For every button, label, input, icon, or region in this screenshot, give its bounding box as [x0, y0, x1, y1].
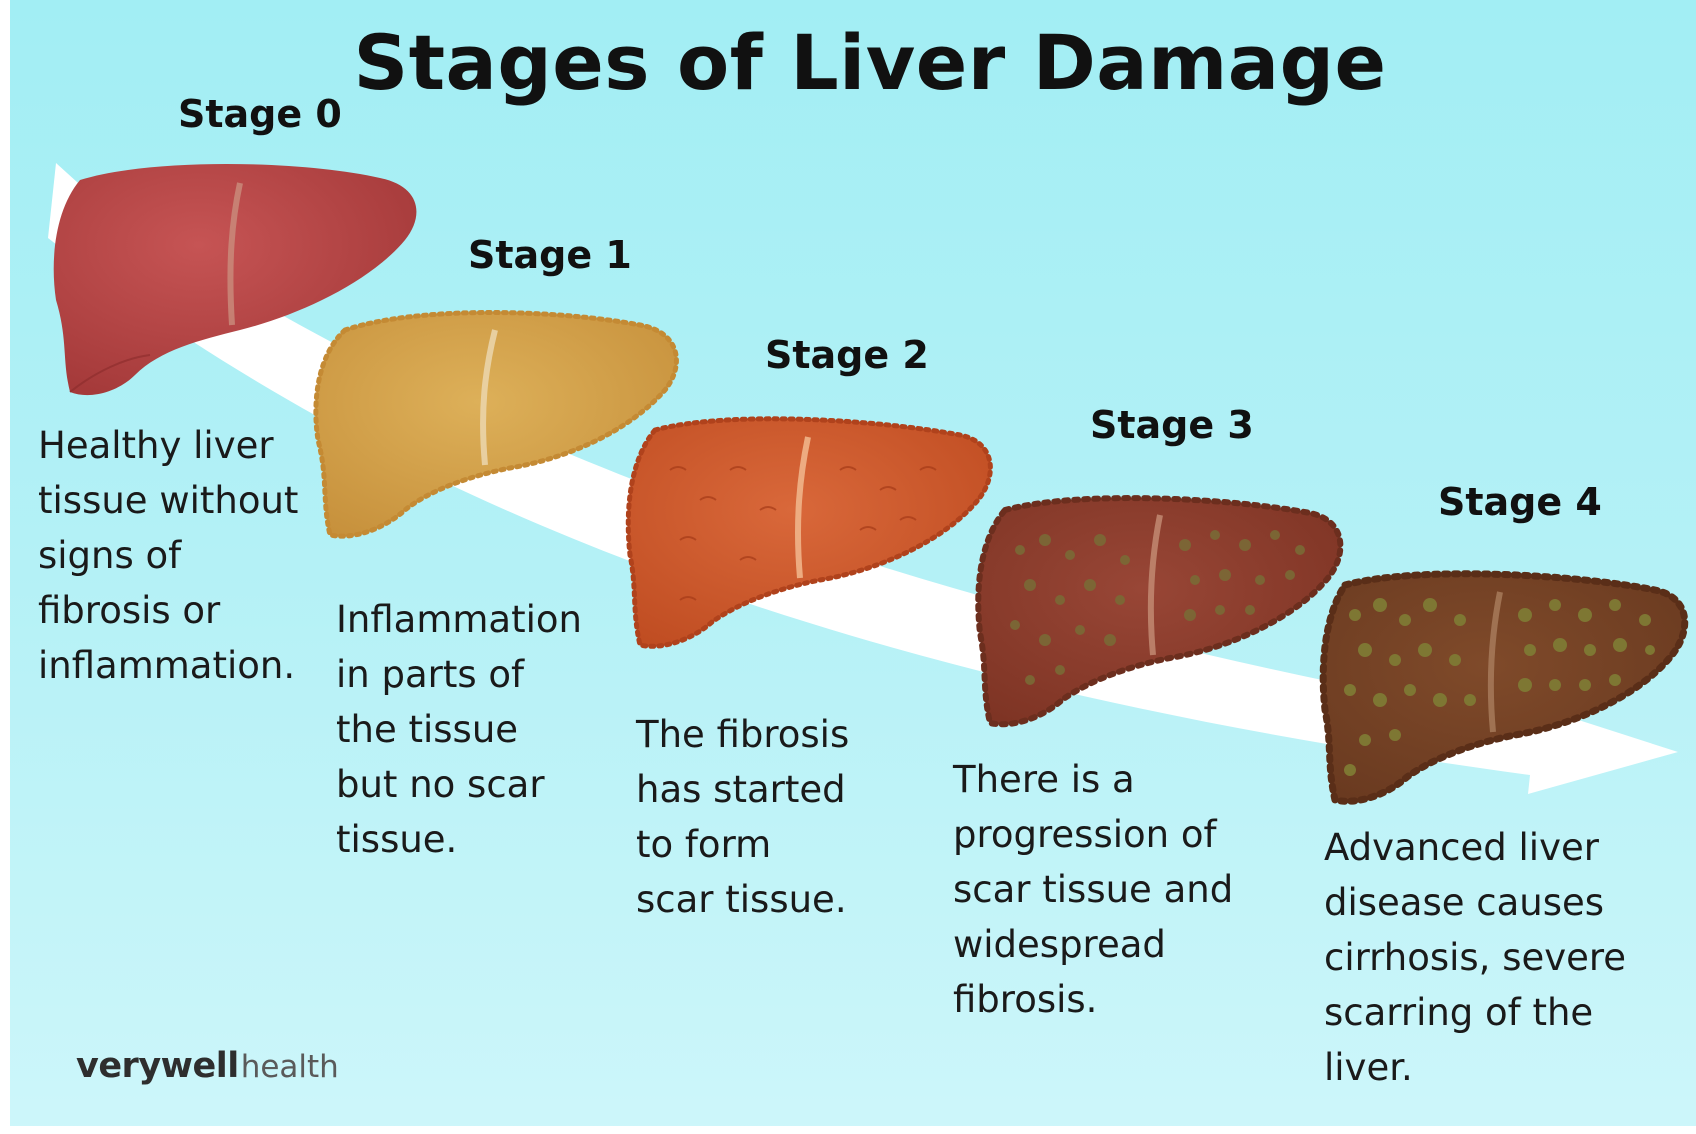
- liver-stage-3-icon: [975, 495, 1344, 728]
- liver-stage-4-icon: [1319, 570, 1689, 805]
- brand-logo: verywellhealth: [76, 1046, 339, 1086]
- stage-4-label: Stage 4: [1438, 480, 1602, 524]
- stage-2-description: The fibrosis has started to form scar ti…: [636, 713, 850, 921]
- liver-stage-0-icon: [53, 164, 417, 396]
- stage-4-description: Advanced liver disease causes cirrhosis,…: [1324, 826, 1627, 1089]
- stage-1-label: Stage 1: [468, 233, 632, 277]
- brand-logo-main: verywell: [76, 1046, 239, 1086]
- liver-stage-2-icon: [625, 416, 993, 649]
- brand-logo-sub: health: [240, 1049, 339, 1085]
- page-title: Stages of Liver Damage: [353, 18, 1387, 107]
- left-border: [0, 0, 10, 1134]
- liver-stage-1-icon: [313, 310, 679, 539]
- stage-0-description: Healthy liver tissue without signs of fi…: [38, 424, 299, 687]
- stage-3-label: Stage 3: [1090, 403, 1254, 447]
- stage-0-label: Stage 0: [178, 92, 342, 136]
- stage-1-description: Inflammation in parts of the tissue but …: [336, 598, 582, 861]
- stage-2-label: Stage 2: [765, 333, 929, 377]
- bottom-border: [0, 1126, 1696, 1134]
- stage-3-description: There is a progression of scar tissue an…: [953, 758, 1234, 1021]
